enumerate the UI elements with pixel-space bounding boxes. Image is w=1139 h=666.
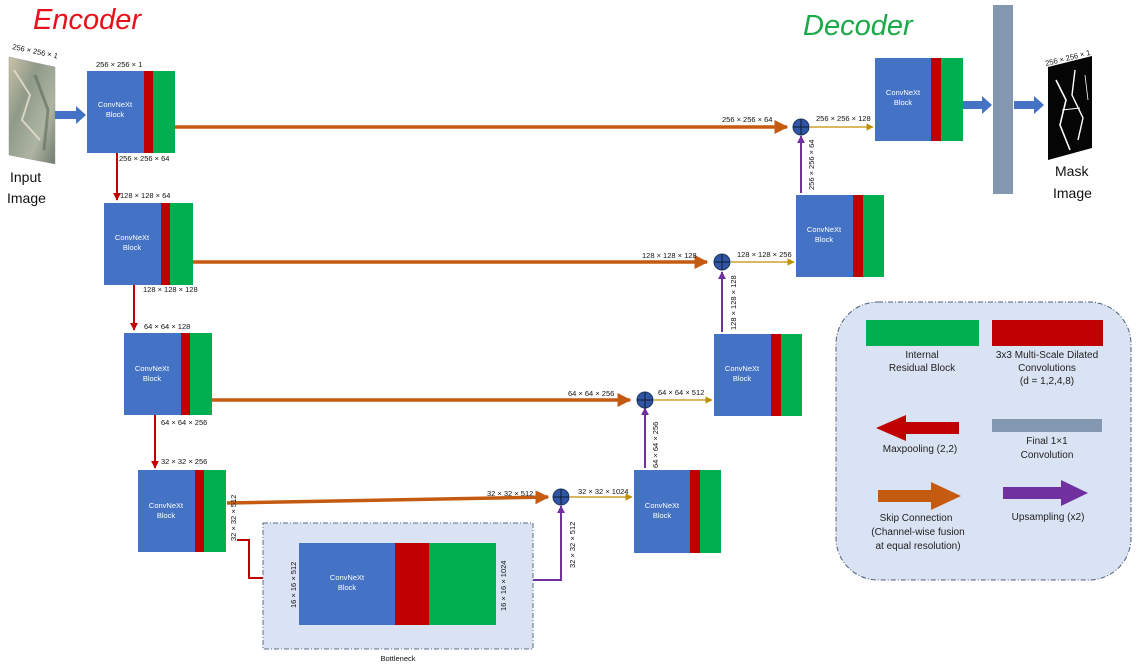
input-dim-label: 256 × 256 × 1 — [12, 42, 59, 60]
legend-dilated-swatch — [992, 320, 1103, 346]
legend-dilated-line1: 3x3 Multi-Scale Dilated — [996, 350, 1098, 361]
output-mask-image — [1048, 56, 1092, 160]
final-conv-bar — [993, 5, 1013, 194]
legend-upsampling-arrow — [1003, 480, 1088, 506]
block-label-line2: Block — [106, 110, 125, 119]
upsample-label-4: 32 × 32 × 512 — [568, 522, 577, 568]
input-image — [8, 56, 56, 165]
e4-out-label: 32 × 32 × 512 — [229, 495, 238, 541]
legend-skip-arrow — [878, 482, 961, 510]
input-arrow — [55, 106, 86, 124]
e1-out-label: 256 × 256 × 64 — [119, 154, 169, 163]
legend-upsampling-label: Upsampling (x2) — [1012, 512, 1085, 523]
decoder-block-3: ConvNeXt Block — [714, 334, 802, 416]
block-label-line2: Block — [157, 511, 176, 520]
block-label-line1: ConvNeXt — [886, 88, 921, 97]
decoder-block-4: ConvNeXt Block — [634, 470, 721, 553]
fusion-node-1 — [792, 118, 810, 136]
legend-final-conv-swatch — [992, 419, 1102, 432]
encoder-block-3: ConvNeXt Block — [124, 333, 212, 415]
encoder-block-2: ConvNeXt Block — [104, 203, 193, 285]
decoder-block-2: ConvNeXt Block — [796, 195, 884, 277]
block-label-line1: ConvNeXt — [807, 225, 842, 234]
block-label-line1: ConvNeXt — [645, 501, 680, 510]
bottleneck-block: ConvNeXt Block — [299, 543, 496, 625]
legend-residual-line1: Internal — [905, 350, 938, 361]
block-label-line1: ConvNeXt — [115, 233, 150, 242]
e2-in-label: 128 × 128 × 64 — [120, 191, 170, 200]
block-label-line2: Block — [143, 374, 162, 383]
skip-connections — [175, 120, 789, 505]
block-label-line2: Block — [894, 98, 913, 107]
block-label-line1: ConvNeXt — [149, 501, 184, 510]
encoder-title: Encoder — [33, 4, 142, 36]
fusion-label-3: 64 × 64 × 512 — [658, 388, 704, 397]
skip-label-1: 256 × 256 × 64 — [722, 115, 772, 124]
block-label-line1: ConvNeXt — [330, 573, 365, 582]
input-label-line1: Input — [10, 169, 41, 185]
fusion-node-2 — [713, 253, 731, 271]
legend-final-conv-line2: Convolution — [1021, 450, 1074, 461]
legend-final-conv-line1: Final 1×1 — [1026, 436, 1068, 447]
upsample-label-2: 128 × 128 × 128 — [729, 275, 738, 330]
fusion-arrows — [570, 123, 874, 501]
to-output-arrow — [1014, 96, 1044, 114]
legend-maxpool-label: Maxpooling (2,2) — [883, 444, 957, 455]
legend-skip-line1: Skip Connection — [880, 513, 953, 524]
skip-label-2: 128 × 128 × 128 — [642, 251, 697, 260]
skip-label-3: 64 × 64 × 256 — [568, 389, 614, 398]
legend-skip-line2: (Channel-wise fusion — [871, 527, 964, 538]
legend-maxpool-arrow — [876, 415, 959, 441]
block-label-line1: ConvNeXt — [98, 100, 133, 109]
block-label-line1: ConvNeXt — [135, 364, 170, 373]
block-label-line2: Block — [733, 374, 752, 383]
fusion-label-1: 256 × 256 × 128 — [816, 114, 871, 123]
decoder-block-1: ConvNeXt Block — [875, 58, 963, 141]
upsample-label-3: 64 × 64 × 256 — [651, 422, 660, 468]
skip-connection-4 — [226, 490, 550, 505]
to-final-conv-arrow — [963, 96, 992, 114]
e3-in-label: 64 × 64 × 128 — [144, 322, 190, 331]
e3-out-label: 64 × 64 × 256 — [161, 418, 207, 427]
fusion-node-3 — [636, 391, 654, 409]
decoder-title: Decoder — [803, 10, 914, 42]
bottleneck-in-label: 16 × 16 × 512 — [289, 562, 298, 608]
fusion-label-2: 128 × 128 × 256 — [737, 250, 792, 259]
bottleneck-out-label: 16 × 16 × 1024 — [499, 561, 508, 611]
fusion-label-4: 32 × 32 × 1024 — [578, 487, 628, 496]
e4-in-label: 32 × 32 × 256 — [161, 457, 207, 466]
block-label-line2: Block — [338, 583, 357, 592]
encoder-block-1: ConvNeXt Block — [87, 71, 175, 153]
block-label-line2: Block — [815, 235, 834, 244]
block-label-line1: ConvNeXt — [725, 364, 760, 373]
input-label-line2: Image — [7, 190, 46, 206]
skip-label-4: 32 × 32 × 512 — [487, 489, 533, 498]
e2-out-label: 128 × 128 × 128 — [143, 285, 198, 294]
legend-panel — [835, 301, 1132, 581]
block-label-line2: Block — [123, 243, 142, 252]
legend-residual-swatch — [866, 320, 979, 346]
legend-residual-line2: Residual Block — [889, 363, 956, 374]
upsample-label-1: 256 × 256 × 64 — [807, 140, 816, 190]
bottleneck-label: Bottleneck — [380, 654, 415, 663]
output-label-line1: Mask — [1055, 163, 1089, 179]
output-label-line2: Image — [1053, 185, 1092, 201]
encoder-block-4: ConvNeXt Block — [138, 470, 226, 552]
legend-dilated-line3: (d = 1,2,4,8) — [1020, 376, 1074, 387]
legend-skip-line3: at equal resolution) — [875, 541, 960, 552]
e1-in-label: 256 × 256 × 1 — [96, 60, 142, 69]
block-label-line2: Block — [653, 511, 672, 520]
legend-dilated-line2: Convolutions — [1018, 363, 1076, 374]
fusion-node-4 — [552, 488, 570, 506]
